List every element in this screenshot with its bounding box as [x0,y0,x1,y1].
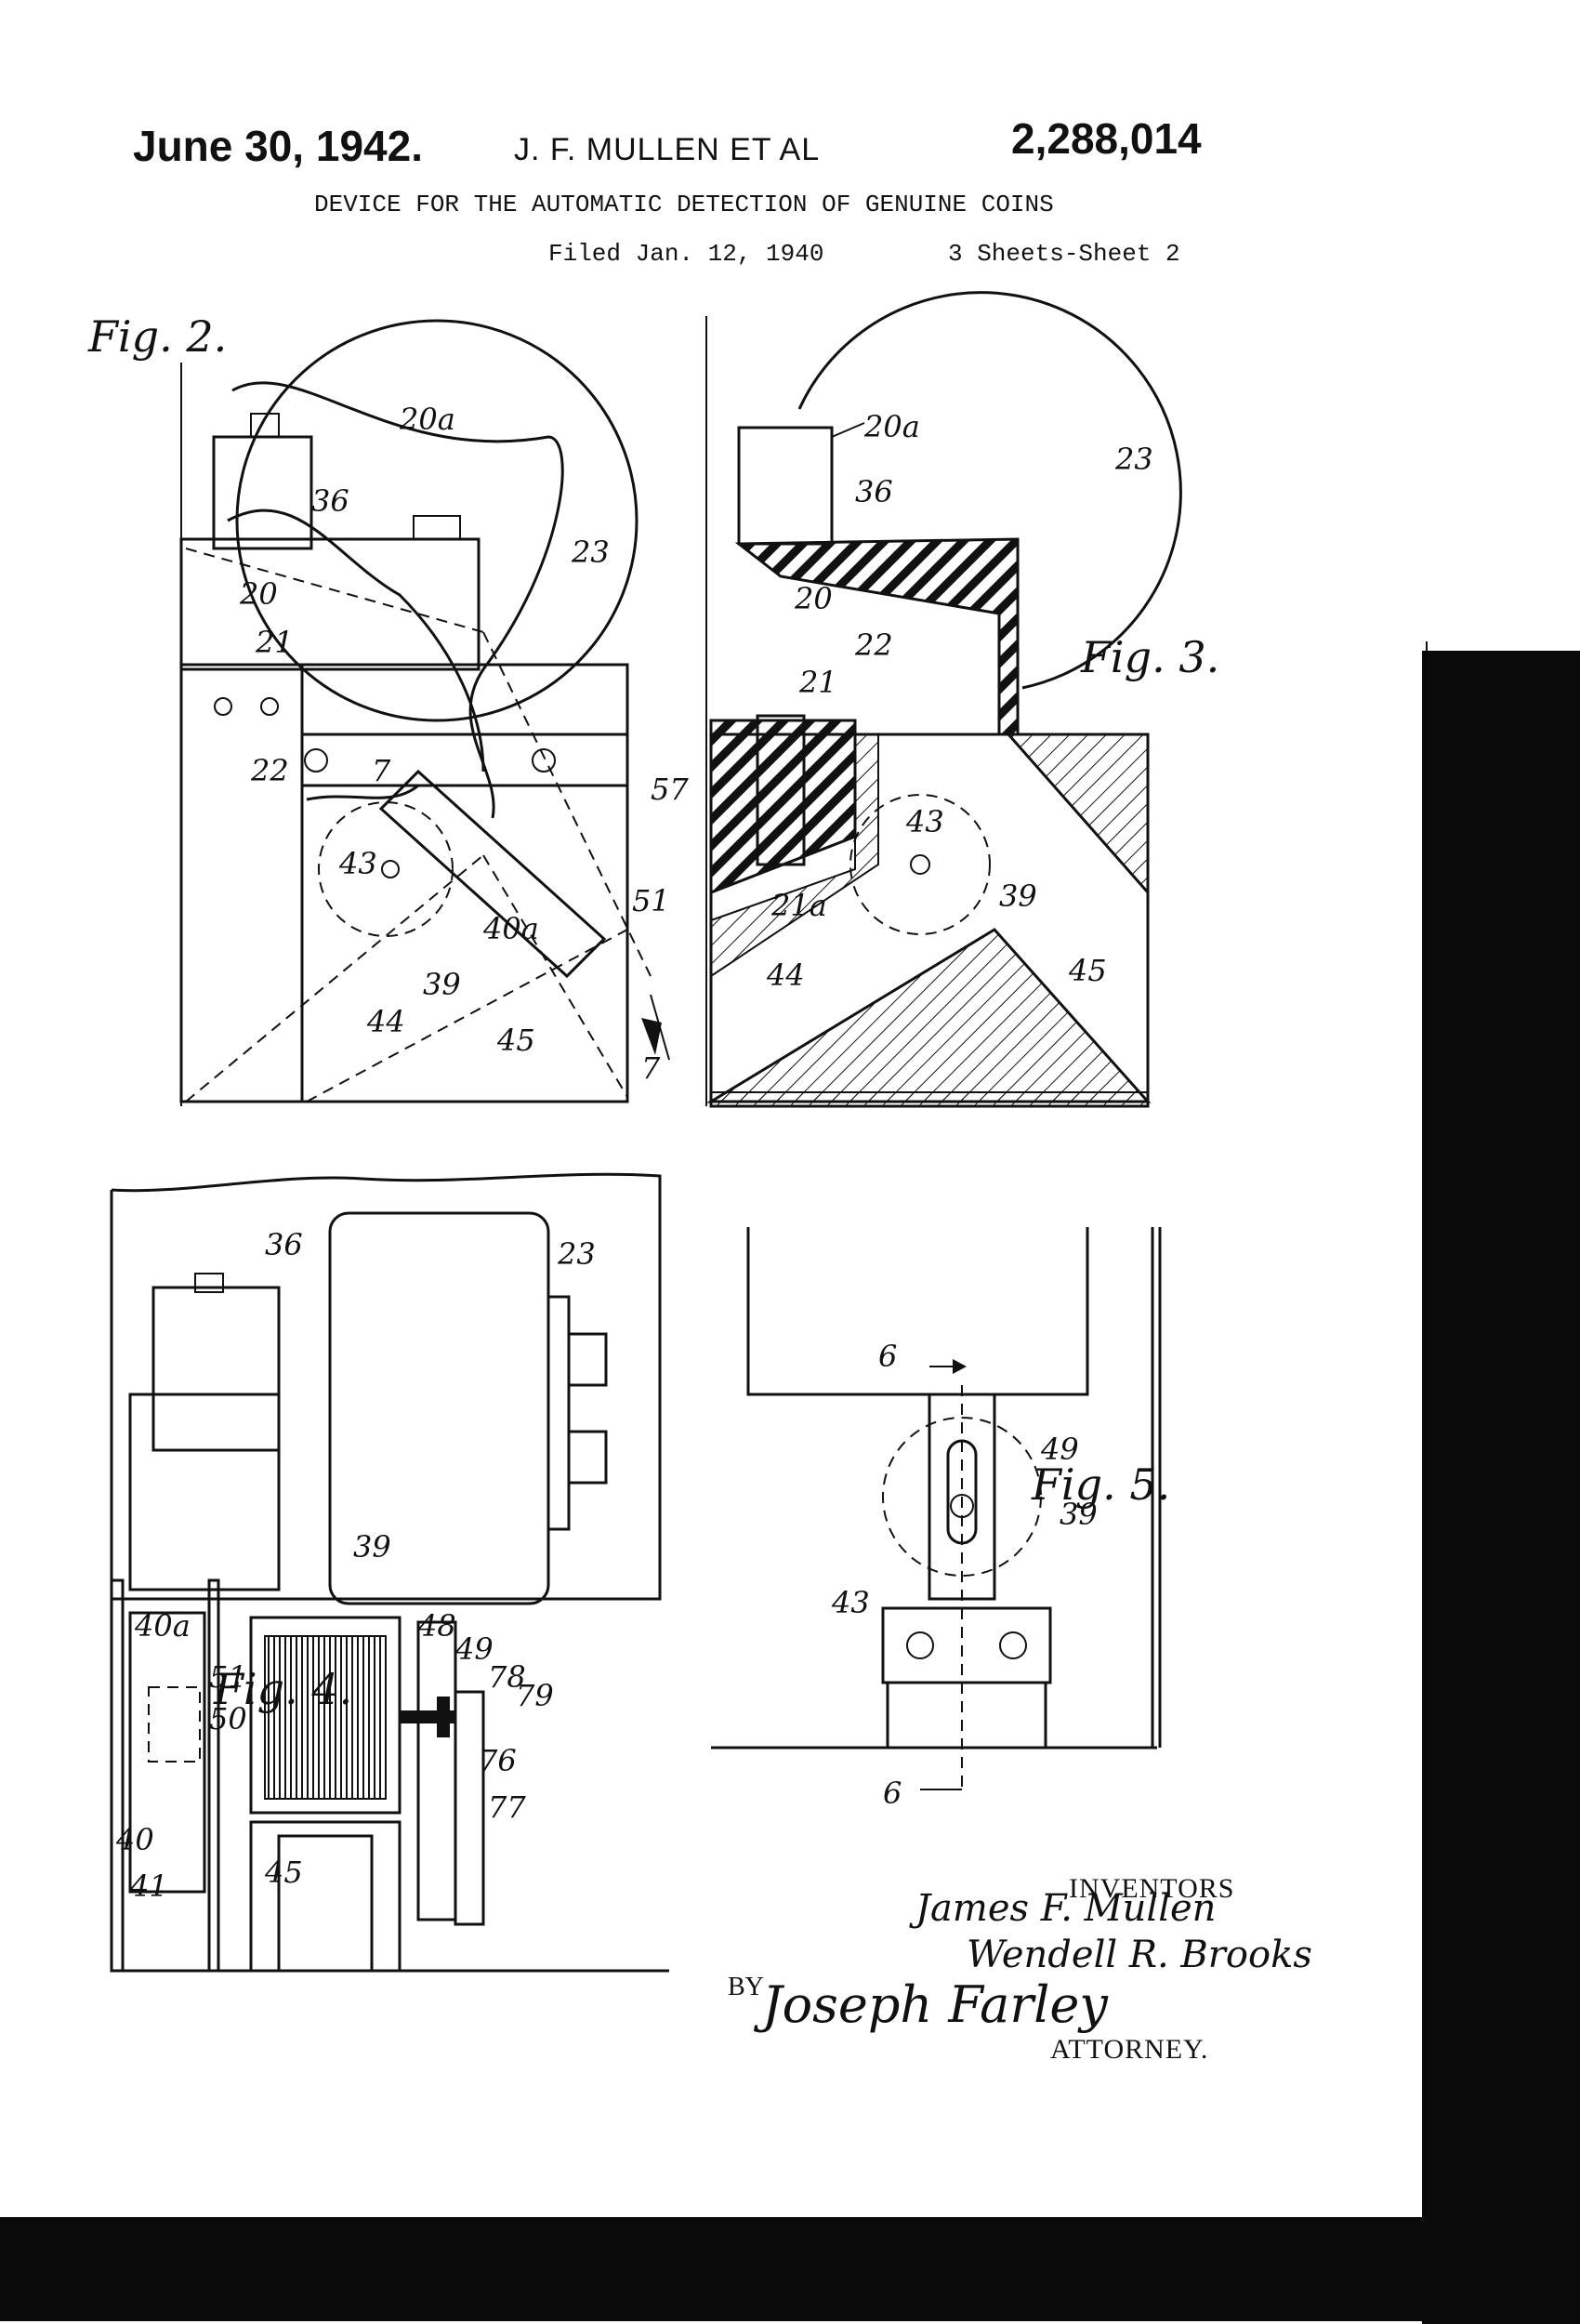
svg-text:49: 49 [454,1631,494,1667]
by-label: BY [728,1973,764,2001]
attorney-title: ATTORNEY. [1050,2034,1209,2065]
fig5-coin-39 [882,1417,1042,1577]
fig2-drawing: 20a 36 23 20 21 22 7 43 40a 51 39 44 45 … [179,319,670,1106]
svg-text:40a: 40a [134,1608,191,1644]
svg-text:40a: 40a [482,911,539,946]
svg-text:41: 41 [129,1868,168,1904]
filed-date: Filed Jan. 12, 1940 [548,240,824,268]
svg-text:23: 23 [557,1236,596,1272]
svg-text:36: 36 [311,483,349,519]
svg-text:39: 39 [999,878,1037,914]
fig4-drawing: 36 23 39 40a 51 50 48 49 78 79 76 77 40 … [110,1172,669,1973]
svg-text:21: 21 [798,665,837,700]
patent-number: 2,288,014 [1011,114,1202,163]
svg-text:79: 79 [516,1678,554,1713]
svg-text:40: 40 [115,1822,154,1857]
svg-text:6: 6 [878,1339,897,1374]
scan-edge-right [1422,651,1580,2324]
svg-text:50: 50 [209,1701,247,1736]
svg-text:45: 45 [264,1855,303,1890]
svg-text:51: 51 [632,883,670,918]
svg-text:39: 39 [353,1529,391,1565]
svg-text:20: 20 [239,576,278,612]
scan-edge-bottom [0,2217,1580,2321]
fig3-drawing: 20a 36 23 20 22 21 57 43 21a 39 44 45 [651,291,1182,1108]
fig4-coil-39 [264,1635,387,1800]
svg-text:22: 22 [854,627,893,663]
svg-text:20: 20 [794,581,833,616]
fig5-label: Fig. 5. [1032,1459,1171,1510]
svg-text:57: 57 [651,772,689,807]
svg-text:21: 21 [255,625,294,660]
svg-text:45: 45 [1068,953,1107,988]
svg-text:48: 48 [417,1608,456,1644]
fig5-drawing: 6 49 39 43 6 [711,1227,1162,1811]
svg-text:78: 78 [488,1659,526,1695]
fig2-magnet-36 [212,435,313,550]
patent-date: June 30, 1942. [133,122,423,170]
svg-text:51: 51 [209,1659,247,1695]
inventor-2-signature: Wendell R. Brooks [967,1934,1312,1976]
svg-text:44: 44 [766,957,805,993]
fig4-coil-36 [151,1286,281,1452]
svg-text:36: 36 [855,474,893,509]
inventors-heading: INVENTORS [1069,1873,1235,1904]
svg-text:36: 36 [265,1227,303,1262]
svg-text:43: 43 [905,804,944,839]
svg-text:6: 6 [883,1776,902,1811]
svg-text:20a: 20a [863,409,920,444]
svg-text:76: 76 [479,1743,517,1778]
attorney-signature: Joseph Farley [762,1975,1108,2034]
svg-text:23: 23 [571,535,610,570]
svg-text:20a: 20a [399,402,455,437]
svg-text:49: 49 [1040,1432,1079,1467]
svg-text:21a: 21a [770,888,827,923]
fig3-disc-23 [797,291,1182,690]
fig2-disc-23 [235,319,639,722]
patent-title: DEVICE FOR THE AUTOMATIC DETECTION OF GE… [314,191,1054,218]
svg-text:44: 44 [366,1004,405,1039]
fig2-label: Fig. 2. [88,311,228,362]
svg-text:7: 7 [372,753,391,788]
svg-text:39: 39 [423,967,461,1002]
inventor-line: J. F. MULLEN ET AL [514,132,821,167]
svg-text:43: 43 [831,1585,870,1620]
fig3-magnet-36 [737,426,834,546]
svg-text:39: 39 [1060,1497,1098,1532]
sheet-count: 3 Sheets-Sheet 2 [948,240,1180,268]
svg-text:22: 22 [250,753,289,788]
svg-text:45: 45 [496,1023,535,1058]
svg-text:23: 23 [1114,442,1153,477]
fig3-label: Fig. 3. [1081,632,1220,682]
svg-text:43: 43 [338,846,377,881]
svg-text:77: 77 [488,1789,526,1825]
svg-text:7: 7 [641,1050,661,1086]
inventor-1-signature: James F. Mullen [915,1887,1217,1930]
